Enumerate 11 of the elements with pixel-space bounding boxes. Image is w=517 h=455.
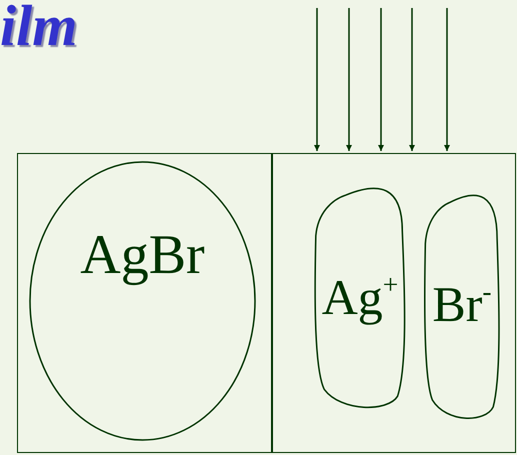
arrow <box>314 8 320 151</box>
arrow <box>346 8 352 151</box>
ion-label: Ag$^{+}$ <box>320 268 400 326</box>
ion-label: AgBr <box>79 223 206 287</box>
panel-box <box>272 153 516 453</box>
ion-label: Br$^{-}$ <box>431 275 493 333</box>
slide-title: ilm <box>0 0 78 59</box>
arrow <box>378 8 384 151</box>
arrow <box>444 8 450 151</box>
panel-box <box>17 153 272 453</box>
arrow <box>409 8 415 151</box>
